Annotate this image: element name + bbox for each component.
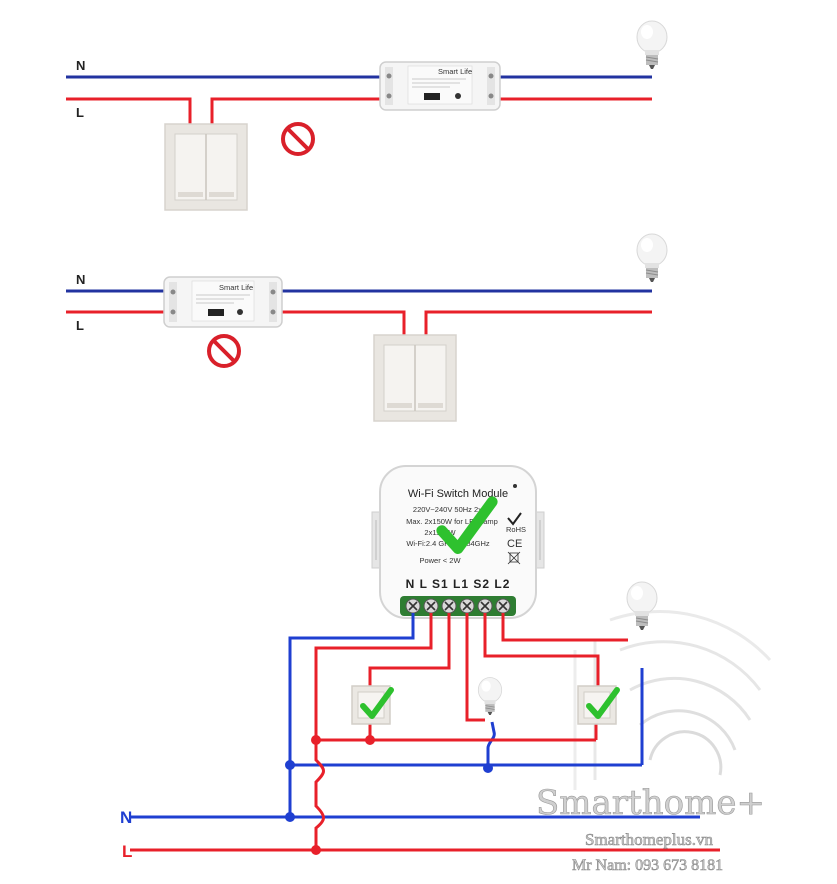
diagram-2: N L Smart Life (66, 233, 668, 422)
module-title: Wi-Fi Switch Module (408, 488, 508, 500)
junction-dots (285, 735, 493, 855)
smart-module-2: Smart Life (163, 276, 283, 328)
wall-switch-right (577, 685, 617, 725)
terminal-labels: N L S1 L1 S2 L2 (406, 577, 511, 591)
neutral-label-1: N (76, 58, 85, 73)
smart-module-1: Smart Life (379, 61, 501, 111)
forbid-icon (281, 122, 315, 156)
live-label-2: L (76, 318, 84, 333)
lamp-icon (626, 581, 658, 631)
live-wire-1 (66, 97, 652, 125)
lamp-icon (636, 20, 668, 70)
live-label-3: L (122, 842, 132, 861)
live-label-1: L (76, 105, 84, 120)
module-led-max: Max. 2x150W for LED lamp (406, 517, 498, 526)
rohs-mark: RoHS (506, 525, 526, 534)
forbid-icon (207, 334, 241, 368)
wall-switch-left (351, 685, 391, 725)
double-wall-switch-2 (373, 334, 457, 422)
weee-bin-icon (507, 551, 521, 565)
module-power: Power < 2W (419, 556, 461, 565)
double-wall-switch-1 (164, 123, 248, 211)
diagram-1: N L Smart Life (66, 20, 668, 211)
module-brand-2: Smart Life (219, 283, 253, 292)
lamp-icon (477, 677, 503, 716)
watermark-site: Smarthomeplus.vn (585, 830, 713, 849)
neutral-label-2: N (76, 272, 85, 287)
module-rating: 220V~240V 50Hz 2x5A (413, 505, 491, 514)
watermark: Smarthome+ Smarthomeplus.vn Mr Nam: 093 … (536, 783, 766, 875)
module-brand-1: Smart Life (438, 67, 472, 76)
ce-mark: CE (507, 538, 522, 550)
live-wires-3 (130, 613, 720, 852)
live-wire-2 (66, 310, 652, 336)
diagram-3: Wi-Fi Switch Module 220V~240V 50Hz 2x5A … (120, 465, 720, 861)
neutral-label-3: N (120, 808, 132, 827)
watermark-phone: Mr Nam: 093 673 8181 (572, 857, 723, 874)
wifi-switch-module: Wi-Fi Switch Module 220V~240V 50Hz 2x5A … (371, 465, 545, 619)
lamp-icon (636, 233, 668, 283)
watermark-brand: Smarthome+ (536, 783, 765, 823)
